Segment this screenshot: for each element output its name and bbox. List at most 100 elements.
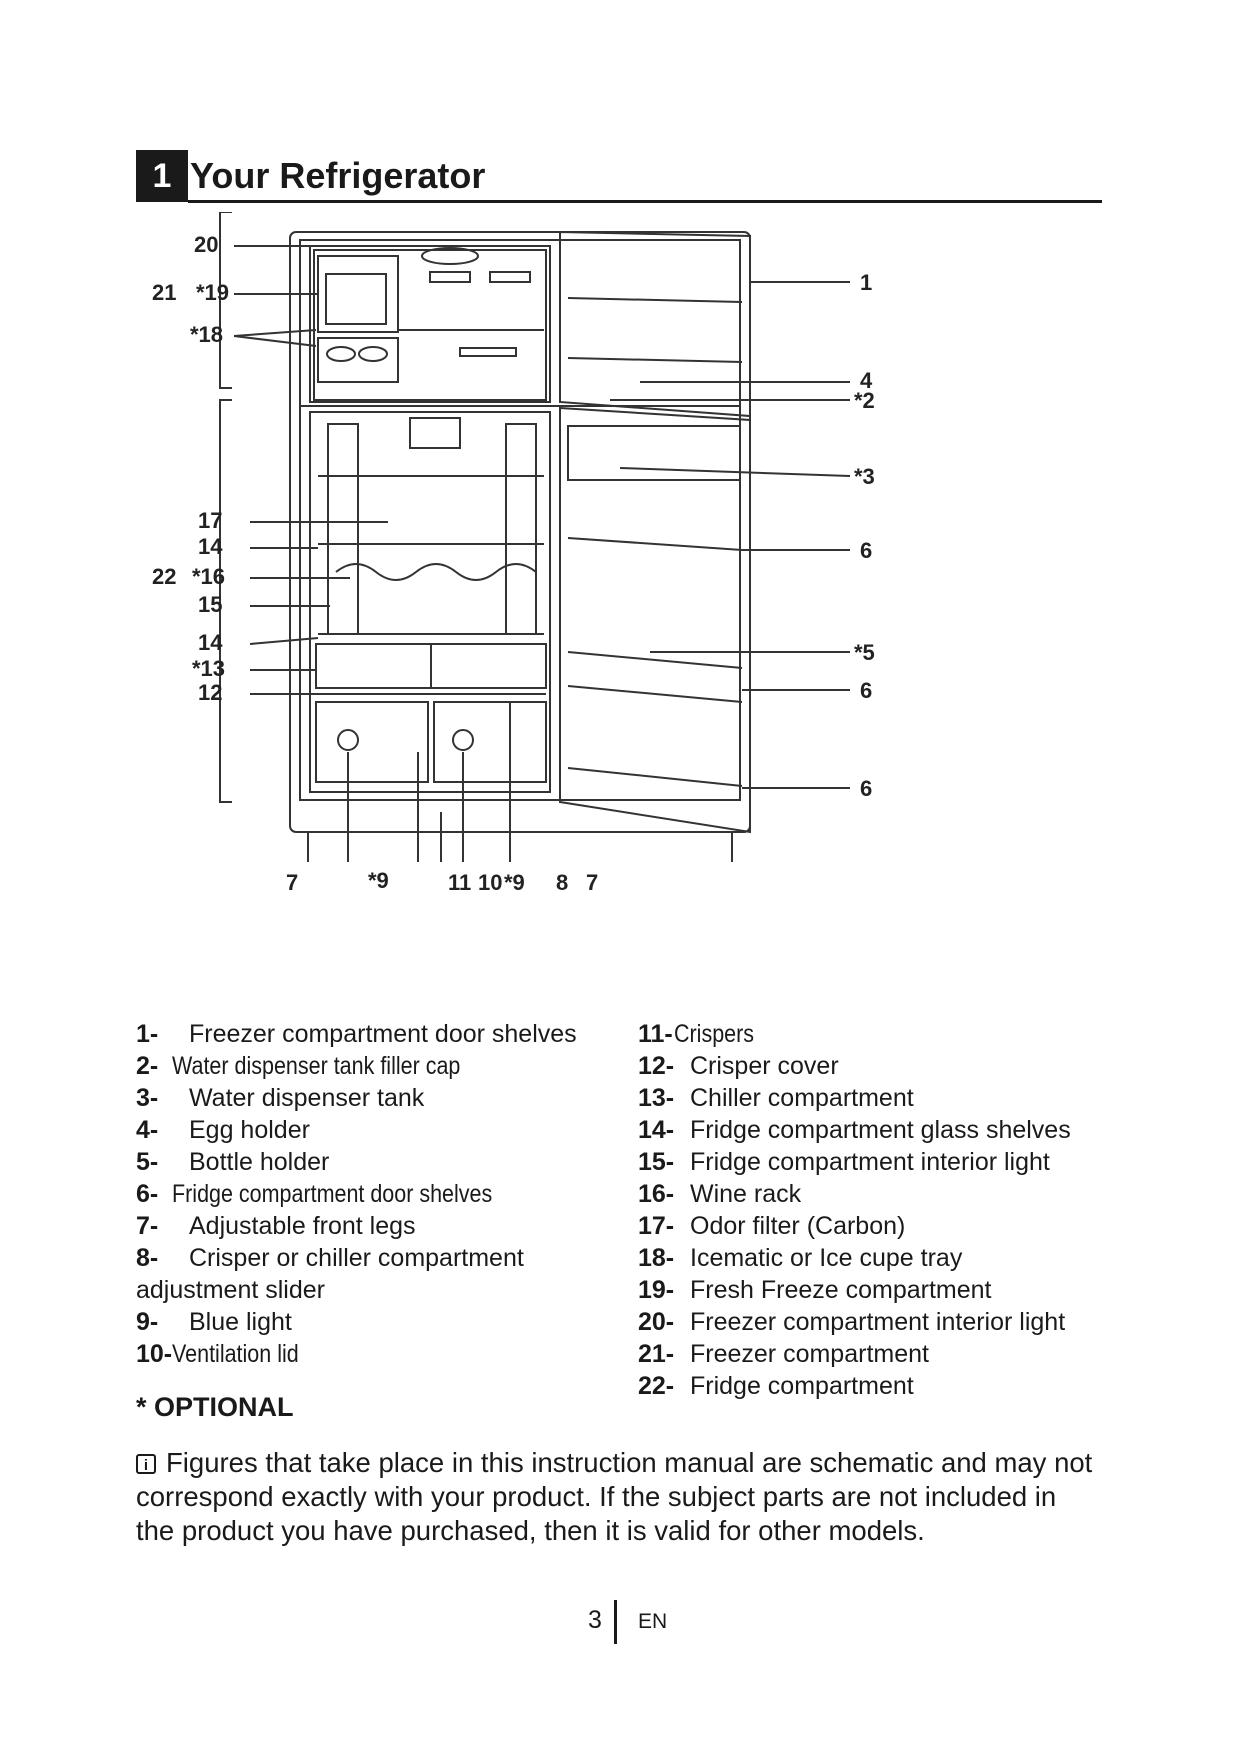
section-rule [188, 200, 1102, 203]
callout-14-lower: 14 [198, 630, 223, 655]
callout-13: *13 [192, 656, 225, 681]
part-number: 15- [638, 1148, 675, 1176]
part-number: 22- [638, 1372, 675, 1400]
part-label: Fridge compartment door shelves [172, 1180, 493, 1208]
page-language: EN [638, 1610, 668, 1633]
part-number: 12- [638, 1052, 675, 1080]
optional-label: * OPTIONAL [136, 1392, 294, 1422]
part-number: 5- [136, 1148, 159, 1176]
part-number: 4- [136, 1116, 159, 1144]
callout-14-upper: 14 [198, 534, 223, 559]
page-footer: 3 EN [580, 1600, 700, 1646]
part-number: 6- [136, 1180, 159, 1208]
part-item: 14- Fridge compartment glass shelves [638, 1114, 1108, 1146]
part-label: Fridge compartment interior light [690, 1148, 1050, 1176]
part-item: 22- Fridge compartment [638, 1370, 1108, 1402]
part-number: 19- [638, 1276, 675, 1304]
callout-19: *19 [196, 280, 229, 305]
part-item: 3- Water dispenser tank [136, 1082, 636, 1114]
part-label: Water dispenser tank [189, 1084, 425, 1112]
part-number: 14- [638, 1116, 675, 1144]
part-item: 1- Freezer compartment door shelves [136, 1018, 636, 1050]
refrigerator-illustration: 20 21 *19 *18 22 17 14 *16 15 14 *13 12 … [152, 212, 875, 895]
part-number: 10- [136, 1340, 173, 1368]
section-number: 1 [136, 150, 188, 202]
callout-9-right: *9 [504, 870, 525, 895]
page-number: 3 [588, 1606, 602, 1634]
part-label: Adjustable front legs [189, 1212, 416, 1240]
part-item: 5- Bottle holder [136, 1146, 636, 1178]
part-label: Crisper cover [690, 1052, 839, 1080]
part-item: 2- Water dispenser tank filler cap [136, 1050, 636, 1082]
part-item: 19- Fresh Freeze compartment [638, 1274, 1108, 1306]
part-item: 17-Odor filter (Carbon) [638, 1210, 1108, 1242]
part-label: Bottle holder [189, 1148, 330, 1176]
callout-7-right: 7 [586, 870, 598, 895]
part-item: 12- Crisper cover [638, 1050, 1108, 1082]
part-number: 1- [136, 1020, 159, 1048]
callout-1: 1 [860, 270, 872, 295]
part-label: Freezer compartment interior light [690, 1308, 1066, 1336]
part-label: Crisper or chiller compartment adjustmen… [136, 1244, 524, 1304]
part-label: Odor filter (Carbon) [690, 1212, 906, 1240]
part-label: Blue light [189, 1308, 292, 1336]
callout-6-lower: 6 [860, 776, 872, 801]
part-item: 21- Freezer compartment [638, 1338, 1108, 1370]
part-number: 20- [638, 1308, 675, 1336]
footer-divider [614, 1600, 617, 1644]
part-number: 2- [136, 1052, 159, 1080]
part-label: Egg holder [189, 1116, 310, 1144]
callout-6-middle: 6 [860, 678, 872, 703]
part-label: Freezer compartment door shelves [189, 1020, 577, 1048]
callout-21: 21 [152, 280, 176, 305]
callout-20: 20 [194, 232, 218, 257]
callout-16: *16 [192, 564, 225, 589]
part-number: 8- [136, 1244, 159, 1272]
part-item: 15- Fridge compartment interior light [638, 1146, 1108, 1178]
part-item: 16- Wine rack [638, 1178, 1108, 1210]
part-item: 7- Adjustable front legs [136, 1210, 636, 1242]
callout-12: 12 [198, 680, 222, 705]
refrigerator-diagram: 20 21 *19 *18 22 17 14 *16 15 14 *13 12 … [150, 212, 1110, 1012]
part-item: 9- Blue light [136, 1306, 636, 1338]
part-item: 10-Ventilation lid [136, 1338, 636, 1370]
callout-9-left: *9 [368, 868, 389, 893]
callout-3: *3 [854, 464, 875, 489]
callout-5: *5 [854, 640, 875, 665]
part-label: Freezer compartment [690, 1340, 929, 1368]
part-number: 16- [638, 1180, 675, 1208]
part-number: 7- [136, 1212, 159, 1240]
parts-list-left: 1- Freezer compartment door shelves 2- Wate… [136, 1018, 636, 1370]
info-icon: i [136, 1454, 156, 1474]
callout-8: 8 [556, 870, 568, 895]
part-item: 8-Crisper or chiller compartment adjustm… [136, 1242, 636, 1306]
callout-7-left: 7 [286, 870, 298, 895]
part-number: 13- [638, 1084, 675, 1112]
callout-18: *18 [190, 322, 223, 347]
part-number: 21- [638, 1340, 675, 1368]
part-number: 11- [638, 1020, 673, 1048]
part-item: 18-Icematic or Ice cupe tray [638, 1242, 1108, 1274]
part-item: 4- Egg holder [136, 1114, 636, 1146]
part-label: Fridge compartment glass shelves [690, 1116, 1071, 1144]
part-item: 20- Freezer compartment interior light [638, 1306, 1108, 1338]
part-label: Wine rack [690, 1180, 802, 1208]
callout-2: *2 [854, 388, 875, 413]
part-label: Ventilation lid [172, 1340, 299, 1368]
part-item: 11-Crispers [638, 1018, 1108, 1050]
callout-6-upper: 6 [860, 538, 872, 563]
part-label: Fresh Freeze compartment [690, 1276, 992, 1304]
part-number: 9- [136, 1308, 159, 1336]
section-header: 1 Your Refrigerator [136, 148, 1102, 203]
callout-10: 10 [478, 870, 502, 895]
part-label: Fridge compartment [690, 1372, 914, 1400]
callout-4: 4 [860, 368, 873, 393]
callout-15: 15 [198, 592, 222, 617]
part-number: 3- [136, 1084, 159, 1112]
callout-22: 22 [152, 564, 176, 589]
part-number: 18- [638, 1244, 675, 1272]
callout-17: 17 [198, 508, 222, 533]
part-label: Water dispenser tank filler cap [172, 1052, 461, 1080]
